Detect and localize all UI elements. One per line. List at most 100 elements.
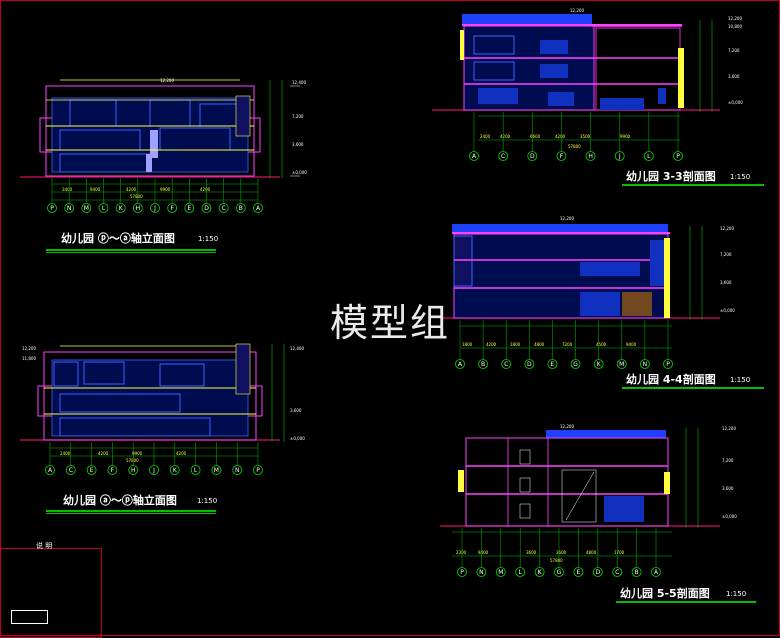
- scale-elev-p-a: 1:150: [198, 235, 219, 243]
- axis-label: D: [530, 153, 535, 160]
- axis-label: E: [187, 205, 191, 212]
- axis-label: M: [214, 467, 219, 474]
- svg-text:1800: 1800: [510, 342, 521, 347]
- axis-label: C: [501, 153, 505, 160]
- axis-label: D: [595, 569, 600, 576]
- svg-text:12,400: 12,400: [290, 346, 304, 351]
- section-3-3: 2400 4200 6600 4200 3500 9900 57800 12,2…: [432, 8, 743, 149]
- scale-elev-a-p: 1:150: [197, 497, 218, 505]
- axis-label: L: [194, 467, 198, 474]
- axis-bubble: [616, 359, 627, 369]
- svg-text:2400: 2400: [60, 451, 71, 456]
- axis-label: D: [527, 361, 532, 368]
- axis-bubble: [115, 203, 126, 213]
- axis-bubble: [614, 151, 625, 161]
- axis-label: N: [235, 467, 240, 474]
- svg-text:2300: 2300: [456, 550, 467, 555]
- svg-text:3400: 3400: [62, 187, 73, 192]
- axis-bubble: [107, 465, 118, 475]
- axis-bubble: [457, 567, 467, 577]
- notes-label: 说 明: [36, 542, 53, 550]
- svg-text:57800: 57800: [550, 558, 563, 563]
- svg-text:4800: 4800: [586, 550, 597, 555]
- underline: [46, 252, 216, 253]
- svg-text:4800: 4800: [534, 342, 545, 347]
- axis-bubble: [201, 203, 212, 213]
- svg-text:12,200: 12,200: [720, 226, 734, 231]
- svg-text:12,200: 12,200: [560, 424, 574, 429]
- axis-label: B: [635, 569, 639, 576]
- svg-text:3,600: 3,600: [720, 280, 732, 285]
- axis-bubble: [570, 359, 581, 369]
- axis-bubble: [469, 151, 479, 161]
- axis-label: P: [676, 153, 680, 160]
- svg-text:±0,000: ±0,000: [290, 436, 305, 441]
- axis-label: H: [136, 205, 141, 212]
- svg-text:9400: 9400: [478, 550, 489, 555]
- svg-text:12,200: 12,200: [722, 426, 736, 431]
- axis-bubble: [150, 203, 160, 213]
- section-4-4: 1800 4200 1800 4800 7200 4500 9400 12,20…: [440, 216, 735, 349]
- axis-label: M: [84, 205, 89, 212]
- axis-bubble: [612, 567, 623, 577]
- axis-bubble: [639, 359, 650, 369]
- scale-sec-4: 1:150: [730, 376, 751, 384]
- svg-text:1800: 1800: [462, 342, 473, 347]
- axis-label: J: [618, 153, 621, 160]
- axis-bubble: [253, 465, 263, 475]
- svg-text:12,400: 12,400: [292, 80, 306, 85]
- underline: [616, 601, 756, 603]
- notes-box: [0, 548, 102, 638]
- axis-bubble: [253, 203, 263, 213]
- svg-text:7,200: 7,200: [720, 252, 732, 257]
- title-elev-a-p: 幼儿园 ⓐ～ⓟ轴立面图: [63, 494, 177, 507]
- axis-label: N: [67, 205, 72, 212]
- svg-text:3,600: 3,600: [292, 142, 304, 147]
- svg-text:6600: 6600: [530, 134, 541, 139]
- svg-text:12,200: 12,200: [570, 8, 584, 13]
- axis-bubble: [631, 567, 642, 577]
- notes-inner-box: [11, 610, 48, 624]
- svg-text:4200: 4200: [200, 187, 211, 192]
- axis-bubble: [184, 203, 195, 213]
- svg-text:4200: 4200: [486, 342, 497, 347]
- axis-bubble: [524, 359, 535, 369]
- svg-text:12,200: 12,200: [560, 216, 574, 221]
- axis-label: N: [643, 361, 648, 368]
- axis-label: K: [597, 361, 602, 368]
- axis-bubble: [149, 465, 159, 475]
- axis-label: D: [204, 205, 209, 212]
- axis-bubble: [593, 359, 604, 369]
- axis-label: G: [573, 361, 578, 368]
- title-sec-3: 幼儿园 3-3剖面图: [626, 170, 716, 183]
- axis-label: C: [615, 569, 619, 576]
- axis-label: B: [239, 205, 243, 212]
- axis-label: P: [460, 569, 464, 576]
- svg-text:7,200: 7,200: [722, 458, 734, 463]
- axis-bubble: [455, 359, 465, 369]
- svg-text:7,200: 7,200: [292, 114, 304, 119]
- axis-label: A: [458, 361, 463, 368]
- axis-label: J: [152, 467, 155, 474]
- axis-label: C: [222, 205, 226, 212]
- axis-label: G: [557, 569, 562, 576]
- svg-text:57800: 57800: [130, 194, 143, 199]
- svg-text:12,200: 12,200: [160, 78, 174, 83]
- axis-label: A: [654, 569, 659, 576]
- axis-bubble: [592, 567, 603, 577]
- axis-bubble: [211, 465, 222, 475]
- axis-bubble: [81, 203, 92, 213]
- axis-bubble: [47, 203, 57, 213]
- svg-text:12,200: 12,200: [728, 16, 742, 21]
- svg-text:3600: 3600: [556, 550, 567, 555]
- svg-text:4200: 4200: [98, 451, 109, 456]
- title-sec-4: 幼儿园 4-4剖面图: [626, 373, 716, 386]
- axis-bubble: [498, 151, 509, 161]
- underline: [46, 510, 216, 512]
- svg-text:4200: 4200: [176, 451, 187, 456]
- axis-bubble: [556, 151, 567, 161]
- axis-label: M: [498, 569, 503, 576]
- svg-text:±0,000: ±0,000: [720, 308, 735, 313]
